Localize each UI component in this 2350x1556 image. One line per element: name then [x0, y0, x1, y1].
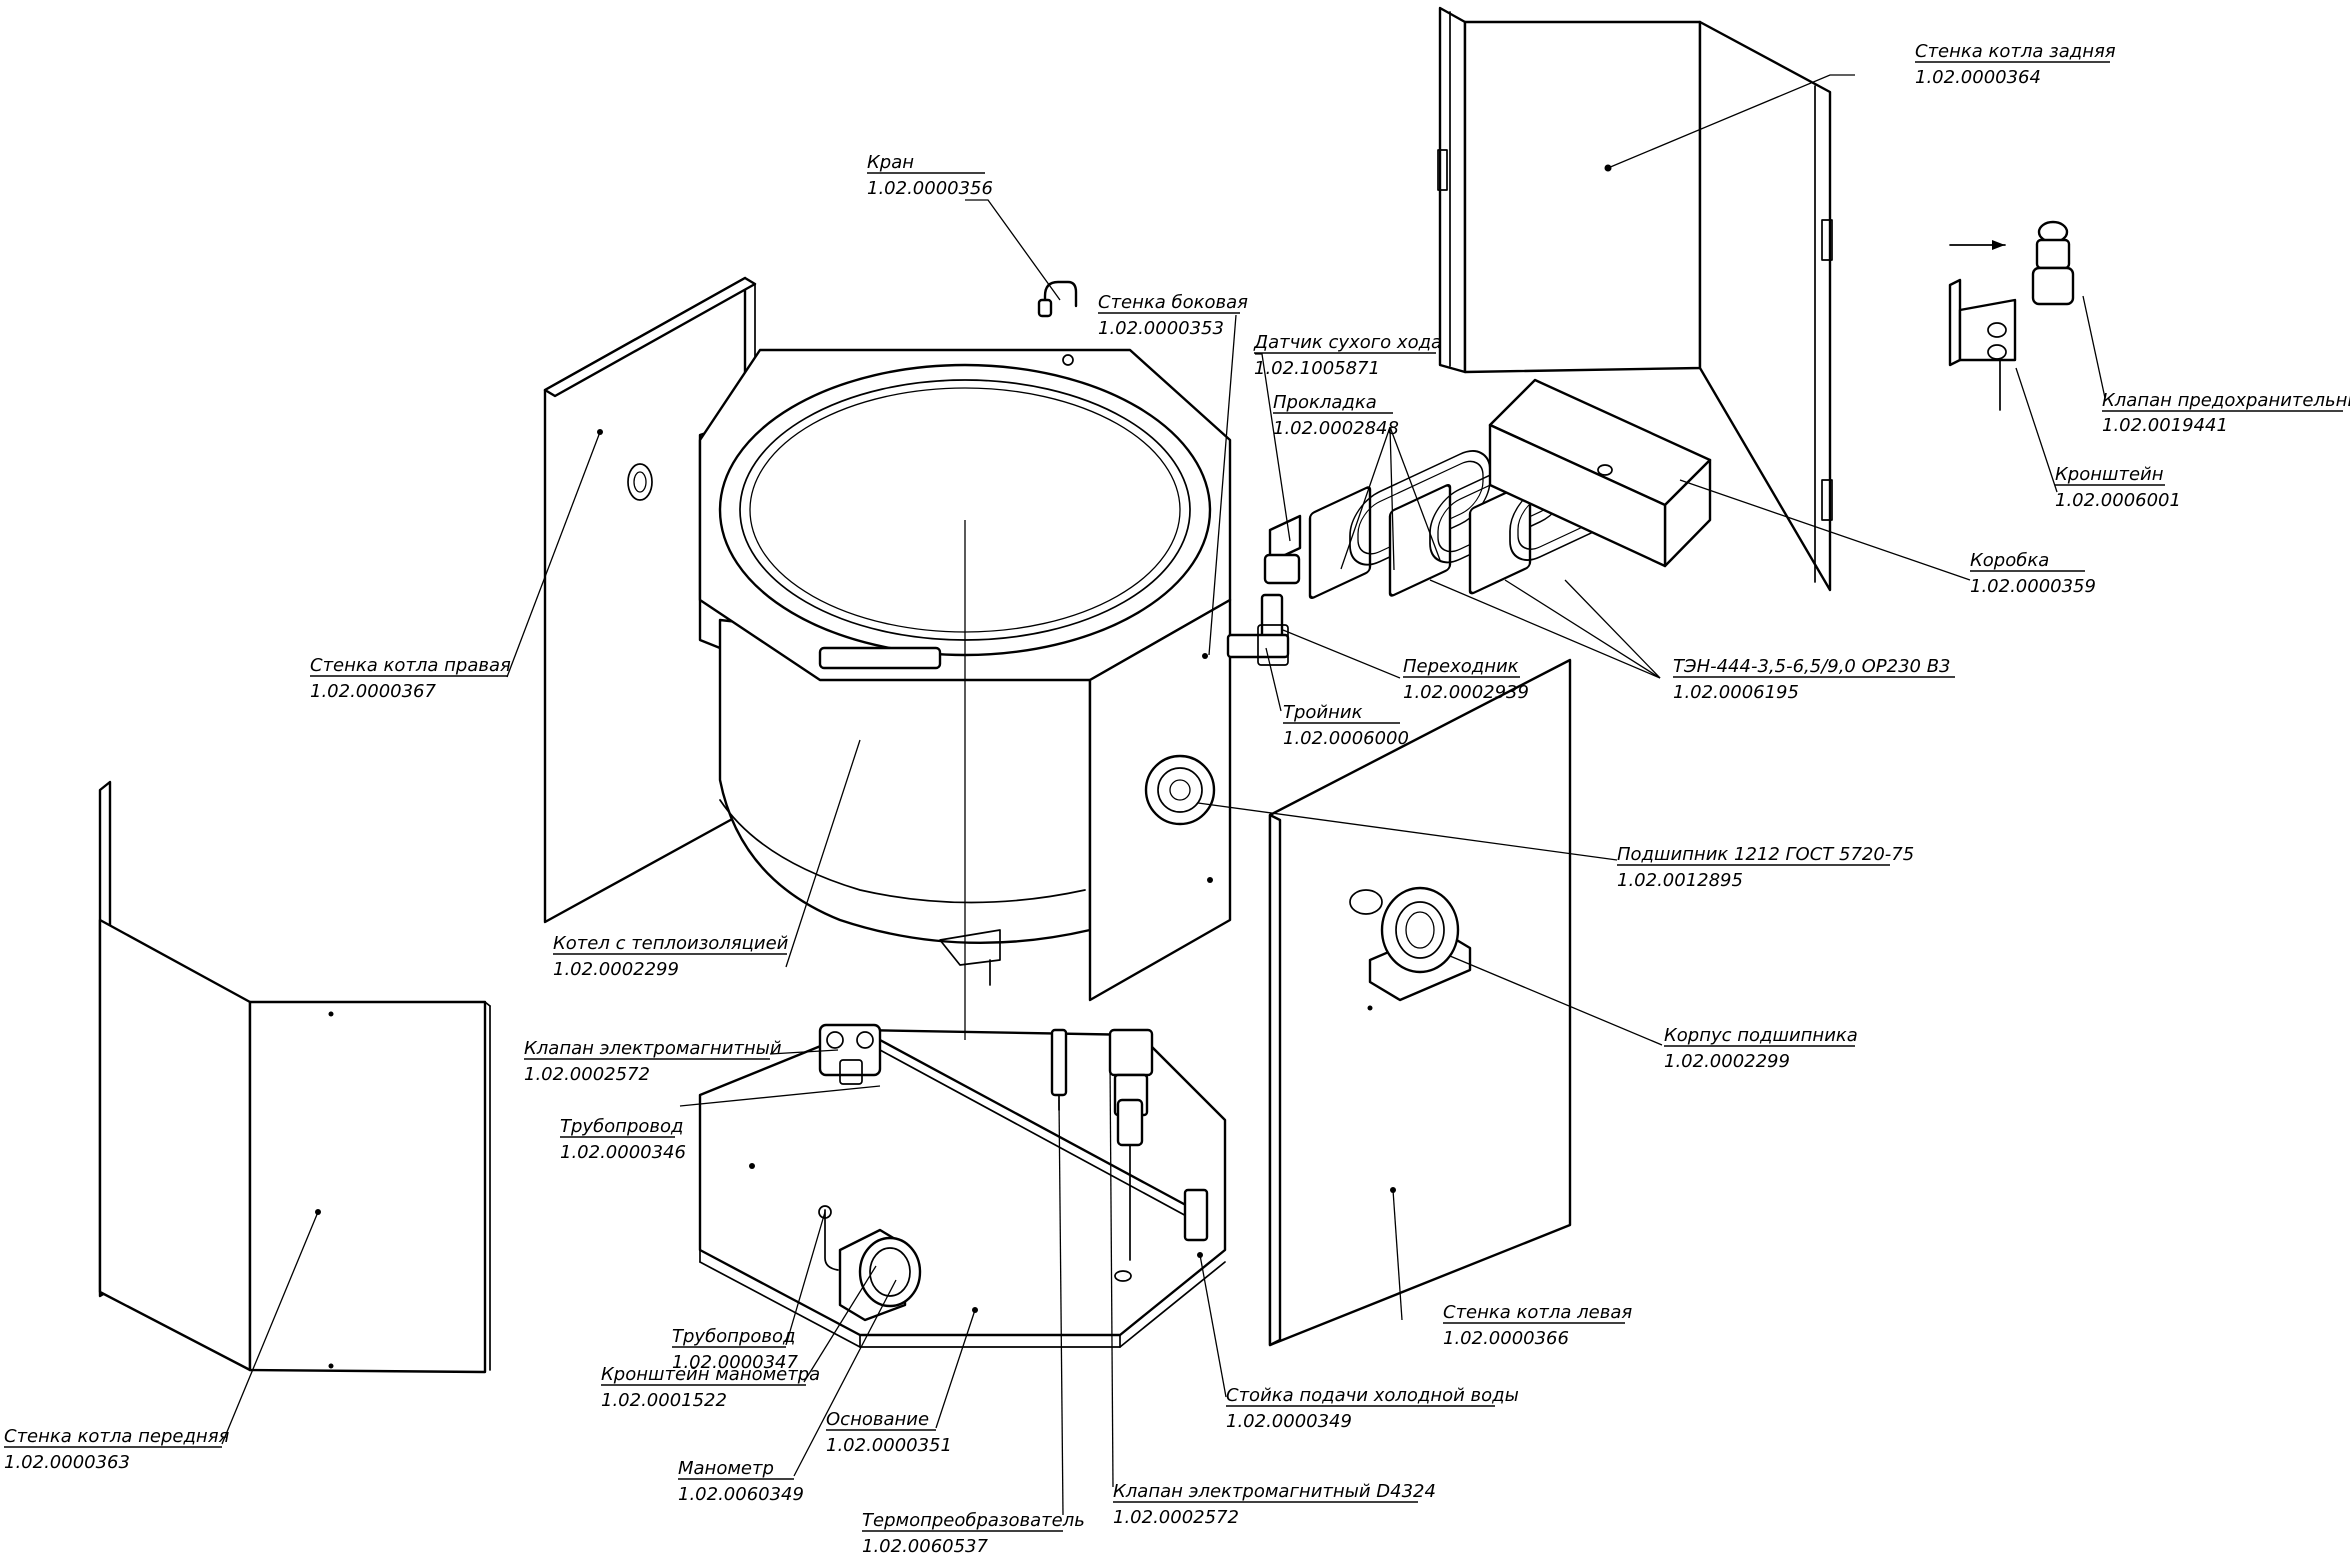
label-code: 1.02.0001522 [601, 1390, 727, 1411]
back-wall-part [1437, 6, 1833, 592]
label-code: 1.02.0002848 [1273, 418, 1399, 439]
label-truboprovod1: Трубопровод 1.02.0000346 [560, 1116, 686, 1163]
label-name: Корпус подшипника [1664, 1025, 1858, 1046]
label-name: Клапан предохранительный [2102, 390, 2350, 411]
label-kronshtein: Кронштейн 1.02.0006001 [2055, 464, 2181, 511]
label-podshipnik: Подшипник 1212 ГОСТ 5720-75 1.02.0012895 [1617, 844, 1914, 891]
label-name: Тройник [1283, 702, 1363, 723]
label-code: 1.02.0019441 [2102, 415, 2228, 436]
label-code: 1.02.0000366 [1443, 1328, 1569, 1349]
label-osnovanie: Основание 1.02.0000351 [826, 1409, 952, 1456]
label-code: 1.02.0000346 [560, 1142, 686, 1163]
label-name: Основание [826, 1409, 929, 1430]
label-code: 1.02.0002299 [1664, 1051, 1790, 1072]
label-name: ТЭН-444-3,5-6,5/9,0 ОР230 В3 [1673, 656, 1951, 677]
label-kran: Кран 1.02.0000356 [867, 152, 993, 199]
label-code: 1.02.0000364 [1915, 67, 2041, 88]
label-code: 1.02.0060537 [862, 1536, 989, 1556]
label-code: 1.02.0002572 [524, 1064, 650, 1085]
label-name: Стенка боковая [1098, 292, 1248, 313]
label-termopreobr: Термопреобразователь 1.02.0060537 [862, 1510, 1085, 1556]
label-name: Стойка подачи холодной воды [1226, 1385, 1519, 1406]
label-kotel: Котел с теплоизоляцией 1.02.0002299 [553, 933, 789, 980]
leader-lines [221, 74, 2106, 1516]
label-klapan-predohr: Клапан предохранительный 1.02.0019441 [2102, 390, 2350, 436]
label-code: 1.02.0000347 [672, 1352, 799, 1373]
label-code: 1.02.0000353 [1098, 318, 1224, 339]
label-stenka-pravaya: Стенка котла правая 1.02.0000367 [310, 655, 511, 702]
label-name: Стенка котла правая [310, 655, 511, 676]
label-name: Манометр [678, 1458, 774, 1479]
left-wall-part [1268, 658, 1572, 1347]
label-klapan-em-d4324: Клапан электромагнитный D4324 1.02.00025… [1113, 1481, 1436, 1528]
label-prokladka: Прокладка 1.02.0002848 [1273, 392, 1399, 439]
label-korobka: Коробка 1.02.0000359 [1970, 550, 2096, 597]
label-name: Прокладка [1273, 392, 1377, 413]
label-name: Котел с теплоизоляцией [553, 933, 789, 954]
cold-water-stand-part [1108, 1028, 1154, 1261]
label-name: Кронштейн манометра [601, 1364, 820, 1385]
safety-valve-part [1948, 220, 2075, 411]
label-name: Кронштейн [2055, 464, 2164, 485]
label-name: Трубопровод [672, 1326, 795, 1347]
bearing-housing-part [1368, 886, 1472, 1002]
label-name: Стенка котла левая [1443, 1302, 1632, 1323]
label-name: Датчик сухого хода [1253, 332, 1442, 353]
solenoid-valve-part [818, 1023, 882, 1085]
label-name: Коробка [1970, 550, 2049, 571]
label-stenka-perednyaya: Стенка котла передняя 1.02.0000363 [4, 1426, 230, 1473]
sensor-tee-parts [1226, 514, 1302, 666]
label-code: 1.02.0012895 [1617, 870, 1743, 891]
label-code: 1.02.0006000 [1283, 728, 1409, 749]
label-code: 1.02.0060349 [678, 1484, 804, 1505]
label-code: 1.02.0002939 [1403, 682, 1529, 703]
label-korpus-podshipnika: Корпус подшипника 1.02.0002299 [1664, 1025, 1858, 1072]
label-name: Трубопровод [560, 1116, 683, 1137]
label-code: 1.02.0000363 [4, 1452, 130, 1473]
label-name: Термопреобразователь [862, 1510, 1085, 1531]
label-code: 1.02.0000351 [826, 1435, 952, 1456]
label-troynik: Тройник 1.02.0006000 [1283, 702, 1409, 749]
label-stenka-bokovaya: Стенка боковая 1.02.0000353 [1098, 292, 1248, 339]
label-code: 1.02.0000349 [1226, 1411, 1352, 1432]
label-name: Подшипник 1212 ГОСТ 5720-75 [1617, 844, 1914, 865]
label-ten: ТЭН-444-3,5-6,5/9,0 ОР230 В3 1.02.000619… [1673, 656, 1955, 703]
label-stenka-zadnyaya: Стенка котла задняя 1.02.0000364 [1915, 41, 2116, 88]
label-name: Стенка котла задняя [1915, 41, 2116, 62]
label-truboprovod2: Трубопровод 1.02.0000347 [672, 1326, 799, 1373]
label-perehodnik: Переходник 1.02.0002939 [1403, 656, 1529, 703]
label-code: 1.02.0000359 [1970, 576, 2096, 597]
label-manometr: Манометр 1.02.0060349 [678, 1458, 804, 1505]
label-code: 1.02.0000367 [310, 681, 437, 702]
label-name: Стенка котла передняя [4, 1426, 230, 1447]
label-code: 1.02.1005871 [1254, 358, 1380, 379]
label-code: 1.02.0000356 [867, 178, 993, 199]
label-stenka-levaya: Стенка котла левая 1.02.0000366 [1443, 1302, 1632, 1349]
base-part [698, 1028, 1227, 1348]
label-code: 1.02.0006001 [2055, 490, 2181, 511]
pipeline-part [878, 1038, 1209, 1242]
label-stoyka: Стойка подачи холодной воды 1.02.0000349 [1226, 1385, 1519, 1432]
boiler-body-part [698, 348, 1232, 1002]
label-code: 1.02.0002572 [1113, 1507, 1239, 1528]
label-code: 1.02.0006195 [1673, 682, 1799, 703]
label-name: Переходник [1403, 656, 1519, 677]
label-klapan-em: Клапан электромагнитный 1.02.0002572 [524, 1038, 782, 1085]
label-datchik: Датчик сухого хода 1.02.1005871 [1253, 332, 1442, 379]
label-code: 1.02.0002299 [553, 959, 679, 980]
label-name: Клапан электромагнитный D4324 [1113, 1481, 1436, 1502]
label-kronshtein-manometra: Кронштейн манометра 1.02.0001522 [601, 1364, 820, 1411]
front-wall-part [98, 780, 491, 1374]
label-name: Клапан электромагнитный [524, 1038, 782, 1059]
label-name: Кран [867, 152, 914, 173]
